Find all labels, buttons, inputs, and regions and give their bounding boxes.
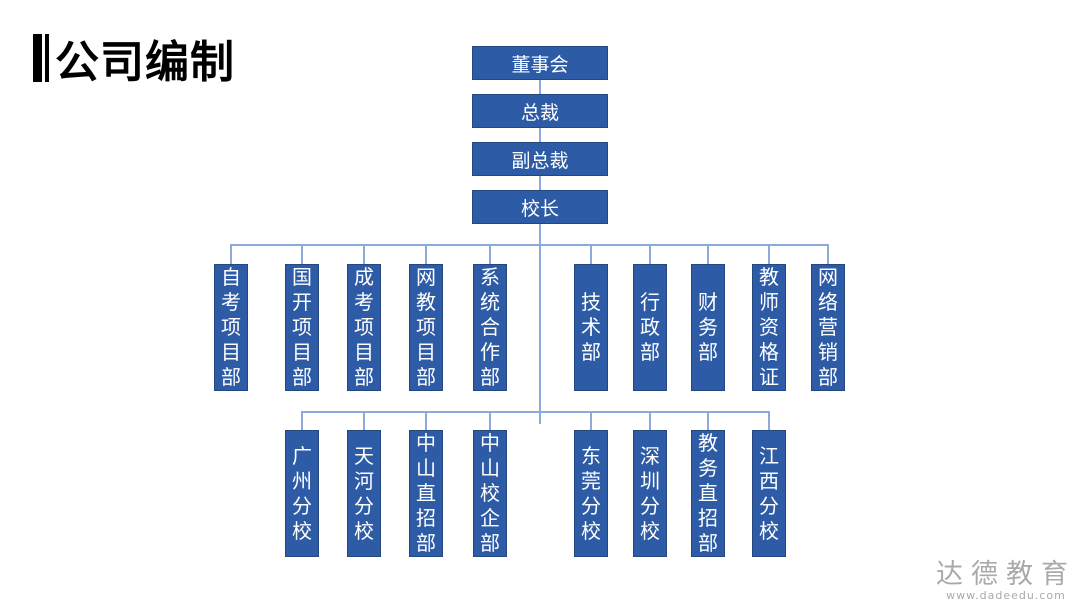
branch-box: 中山校企部	[473, 430, 507, 557]
department-box: 行政部	[633, 264, 667, 391]
branch-box: 教务直招部	[691, 430, 725, 557]
connector-line	[230, 244, 232, 265]
watermark-logo: 达德教育 www.dadeedu.com	[936, 552, 1076, 602]
connector-line	[649, 244, 651, 265]
department-box: 国开项目部	[285, 264, 319, 391]
connector-line	[425, 244, 427, 265]
branch-box: 江西分校	[752, 430, 786, 557]
connector-line	[301, 411, 303, 430]
watermark-name: 达德教育	[936, 559, 1076, 590]
page-title: 公司编制	[33, 28, 235, 88]
connector-line	[539, 79, 541, 424]
title-bars-icon	[33, 34, 49, 82]
connector-line	[301, 244, 303, 265]
org-box-vice-president: 副总裁	[472, 142, 608, 176]
connector-line	[302, 411, 769, 413]
branch-box: 中山直招部	[409, 430, 443, 557]
connector-line	[707, 411, 709, 430]
connector-line	[489, 411, 491, 430]
org-box-principal: 校长	[472, 190, 608, 224]
department-box: 教师资格证	[752, 264, 786, 391]
department-box: 网教项目部	[409, 264, 443, 391]
connector-line	[363, 244, 365, 265]
connector-line	[590, 411, 592, 430]
department-box: 成考项目部	[347, 264, 381, 391]
connector-line	[649, 411, 651, 430]
connector-line	[768, 244, 770, 265]
connector-line	[707, 244, 709, 265]
department-box: 自考项目部	[214, 264, 248, 391]
connector-line	[590, 244, 592, 265]
org-box-board: 董事会	[472, 46, 608, 80]
watermark-url: www.dadeedu.com	[946, 589, 1066, 602]
title-text: 公司编制	[55, 37, 235, 88]
branch-box: 天河分校	[347, 430, 381, 557]
department-box: 网络营销部	[811, 264, 845, 391]
org-box-president: 总裁	[472, 94, 608, 128]
branch-box: 广州分校	[285, 430, 319, 557]
branch-box: 深圳分校	[633, 430, 667, 557]
connector-line	[363, 411, 365, 430]
connector-line	[768, 411, 770, 430]
connector-line	[425, 411, 427, 430]
department-box: 系统合作部	[473, 264, 507, 391]
department-box: 技术部	[574, 264, 608, 391]
branch-box: 东莞分校	[574, 430, 608, 557]
connector-line	[489, 244, 491, 265]
connector-line	[827, 244, 829, 265]
connector-line	[231, 244, 828, 246]
department-box: 财务部	[691, 264, 725, 391]
